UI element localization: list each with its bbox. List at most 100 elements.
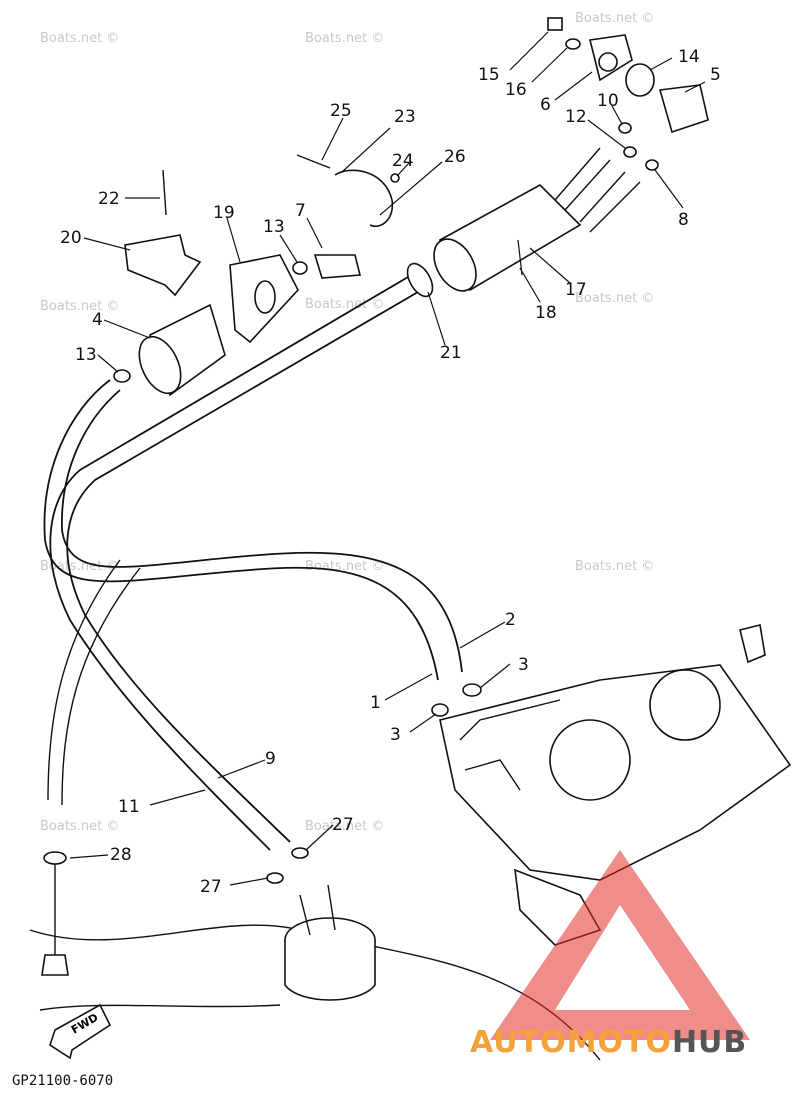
brand-text-part2: HUB (672, 1025, 747, 1060)
hose-7-group (292, 254, 362, 279)
fuel-tank-area (29, 847, 601, 1061)
hose-outline (61, 389, 463, 673)
part-number: 3 (518, 655, 529, 675)
hose-7 (313, 254, 362, 279)
filter-end (138, 335, 182, 395)
part-number: 11 (118, 797, 140, 817)
tube (554, 147, 641, 233)
brand-logo: AUTOMOTOHUB (470, 850, 750, 1060)
carb-bore (649, 669, 721, 741)
fuel-hoses (43, 269, 463, 960)
watermark: Boats.net © (305, 31, 384, 46)
tank-outline (39, 1004, 281, 1011)
clip-3 (431, 703, 449, 717)
watermark: Boats.net © (40, 31, 119, 46)
part-number: 1 (370, 693, 381, 713)
part-number: 17 (565, 280, 587, 300)
part-number: 13 (263, 217, 285, 237)
rivet-25 (296, 154, 331, 169)
diagram-code: GP21100-6070 (12, 1073, 113, 1089)
carb-bore (549, 719, 631, 801)
bracket-20-group (124, 169, 202, 297)
pickup-nipples (299, 884, 336, 936)
part-number: 5 (710, 65, 721, 85)
part-number: 20 (60, 228, 82, 248)
damper-19 (229, 254, 299, 344)
leader-lines (69, 31, 706, 886)
part-number: 3 (390, 725, 401, 745)
strainer-end (433, 238, 477, 292)
watermarks: Boats.net © Boats.net © Boats.net © Boat… (40, 11, 654, 834)
part-number: 13 (75, 345, 97, 365)
triangle-logo-icon (490, 850, 750, 1040)
throttle-lever (739, 624, 766, 664)
watermark: Boats.net © (305, 559, 384, 574)
clip-3b (462, 683, 482, 697)
clamp-13b (113, 369, 131, 383)
clip-10 (618, 122, 632, 134)
part-number: 23 (394, 107, 416, 127)
carb-lines (459, 699, 561, 791)
clip-12 (623, 146, 637, 158)
part-labels: 15 16 6 14 5 10 12 8 25 23 24 26 22 19 1… (60, 47, 721, 897)
watermark: Boats.net © (40, 559, 119, 574)
damper-hole (254, 280, 276, 314)
part-number: 14 (678, 47, 700, 67)
part-number: 24 (392, 151, 414, 171)
hose-outline (47, 559, 121, 801)
watermark: Boats.net © (305, 297, 384, 312)
part-number: 10 (597, 91, 619, 111)
clamp-21 (406, 262, 434, 298)
band-assembly (296, 154, 400, 227)
fuel-tubes-upper (554, 147, 641, 233)
watermark: Boats.net © (575, 291, 654, 306)
strainer-17 (406, 184, 582, 298)
rivet-22 (162, 169, 167, 216)
fuel-tap-assembly (547, 17, 709, 171)
brand-text-part1: AUTOMOTO (470, 1025, 672, 1060)
part-number: 21 (440, 343, 462, 363)
svg-text:AUTOMOTOHUB: AUTOMOTOHUB (470, 1025, 747, 1060)
watermark: Boats.net © (40, 819, 119, 834)
part-number: 6 (540, 95, 551, 115)
part-number: 8 (678, 210, 689, 230)
fuel-cock-5 (658, 84, 709, 134)
part-number: 15 (478, 65, 500, 85)
part-number: 16 (505, 80, 527, 100)
fwd-arrow: FWD (49, 1003, 112, 1060)
watermark: Boats.net © (575, 559, 654, 574)
part-number: 27 (200, 877, 222, 897)
part-number: 27 (332, 815, 354, 835)
part-number: 22 (98, 189, 120, 209)
part-number: 26 (444, 147, 466, 167)
clamp-13 (292, 261, 308, 275)
part-number: 19 (213, 203, 235, 223)
bracket-20 (124, 234, 202, 297)
clip-27 (266, 872, 284, 884)
clip-8 (645, 159, 659, 171)
vent-cap (41, 954, 69, 976)
hose-outline (43, 379, 439, 681)
part-number: 18 (535, 303, 557, 323)
fuel-pickup-body (284, 940, 376, 1001)
bracket-6-hole (598, 52, 618, 72)
hose-outline (61, 567, 141, 806)
band-23 (334, 169, 394, 227)
part-number: 7 (295, 201, 306, 221)
part-number: 9 (265, 749, 276, 769)
clip-28 (43, 851, 67, 865)
part-number: 25 (330, 101, 352, 121)
part-number: 4 (92, 310, 103, 330)
part-number: 2 (505, 610, 516, 630)
washer-16 (565, 38, 581, 50)
hose-outline (49, 269, 421, 851)
bolt-15 (547, 17, 563, 31)
nut-14 (625, 63, 655, 97)
watermark: Boats.net © (40, 299, 119, 314)
part-number: 28 (110, 845, 132, 865)
watermark: Boats.net © (305, 819, 384, 834)
fuel-filter-4 (113, 303, 226, 397)
part-number: 12 (565, 107, 587, 127)
